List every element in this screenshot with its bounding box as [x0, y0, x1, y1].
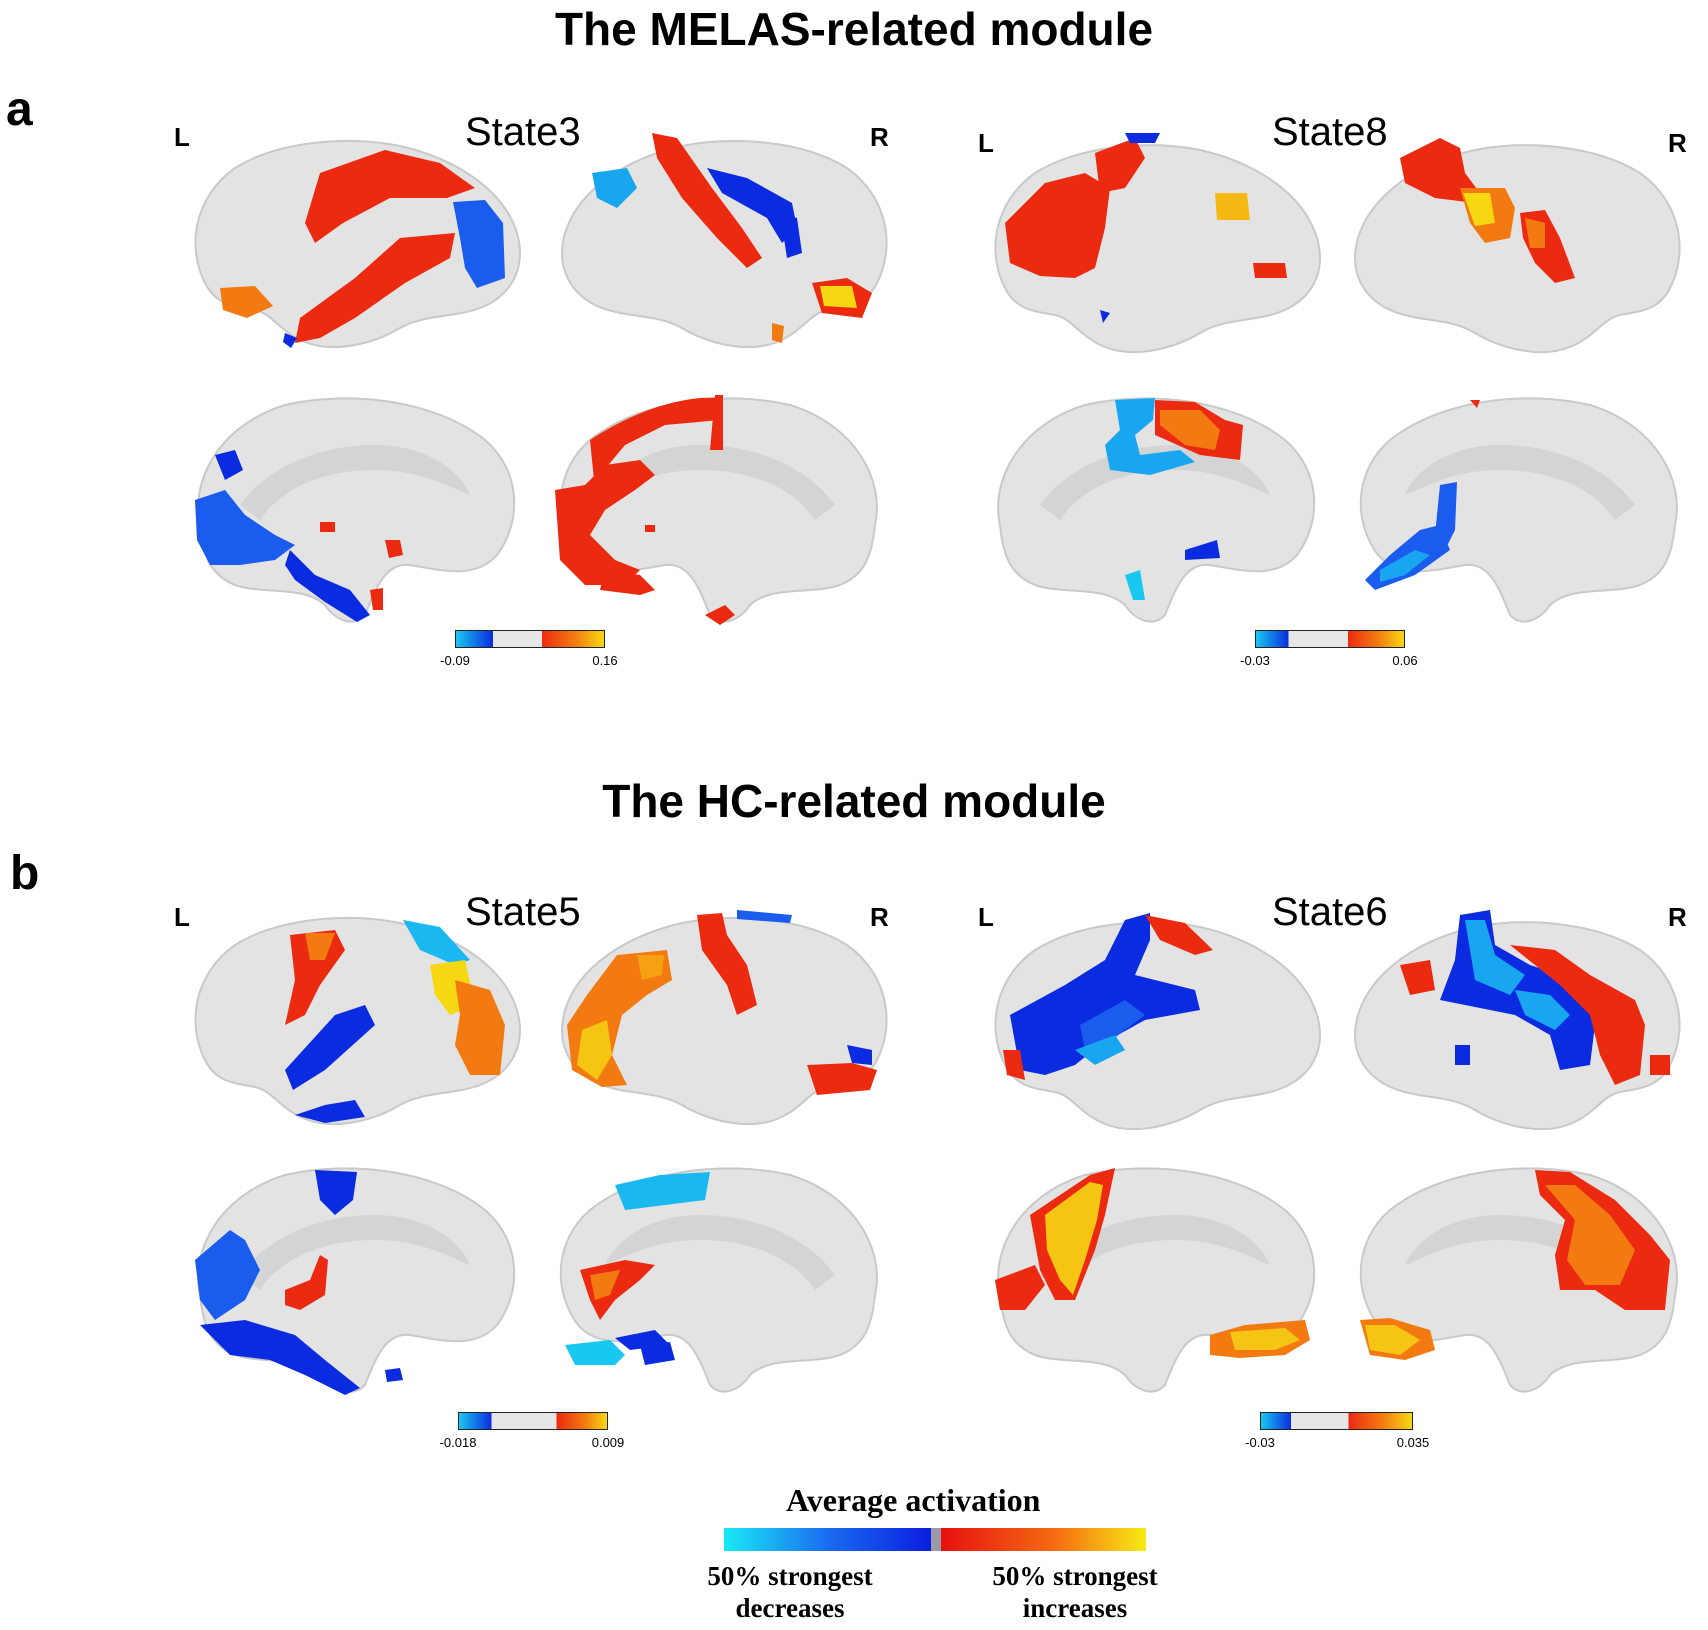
hemisphere-right-label: R — [870, 902, 889, 932]
brain-medial-left-state8 — [997, 397, 1316, 623]
legend-decrease-line2: decreases — [735, 1593, 845, 1623]
legend-increase-line1: 50% strongest — [992, 1561, 1158, 1591]
brain-medial-right-state5 — [559, 1167, 878, 1393]
section-title-melas: The MELAS-related module — [554, 3, 1154, 55]
colorbar-max-label: 0.16 — [592, 653, 618, 668]
hemisphere-right-label: R — [1668, 128, 1687, 158]
panel-letter-a: a — [6, 83, 33, 136]
colorbar-state8 — [1255, 630, 1405, 648]
state-label-state5: State5 — [465, 890, 581, 934]
brain-lateral-left-state3 — [194, 140, 521, 349]
legend-decrease-line1: 50% strongest — [707, 1561, 873, 1591]
brain-lateral-left-state8 — [994, 133, 1321, 354]
legend-gradient-increase — [941, 1528, 1146, 1551]
colorbar-state5 — [458, 1412, 608, 1430]
legend-gradient-divider — [931, 1528, 941, 1551]
brain-medial-right-state8 — [1359, 397, 1678, 623]
hemisphere-left-label: L — [978, 902, 994, 932]
legend-decrease-label: 50% strongest decreases — [680, 1560, 900, 1624]
colorbar-max-label: 0.009 — [591, 1435, 625, 1450]
colorbar-state6 — [1260, 1412, 1413, 1430]
brain-lateral-right-state3 — [561, 133, 888, 349]
brain-medial-right-state3 — [555, 395, 878, 625]
brain-lateral-left-state6 — [994, 913, 1321, 1131]
brain-medial-left-state6 — [995, 1167, 1316, 1393]
panel-letter-b: b — [10, 847, 40, 900]
legend-increase-label: 50% strongest increases — [965, 1560, 1185, 1624]
hemisphere-right-label: R — [1668, 902, 1687, 932]
brain-medial-left-state3 — [195, 397, 516, 623]
colorbar-min-label: -0.09 — [440, 653, 470, 668]
state-label-state8: State8 — [1272, 110, 1388, 154]
legend-title: Average activation — [786, 1482, 1041, 1518]
brain-lateral-right-state5 — [561, 910, 888, 1126]
hemisphere-left-label: L — [174, 122, 190, 152]
colorbar-min-label: -0.018 — [439, 1435, 477, 1450]
brain-lateral-right-state6 — [1354, 910, 1681, 1131]
hemisphere-left-label: L — [174, 902, 190, 932]
colorbar-min-label: -0.03 — [1245, 1435, 1275, 1450]
legend-increase-line2: increases — [1022, 1593, 1128, 1623]
state-label-state6: State6 — [1272, 890, 1388, 934]
colorbar-state3 — [455, 630, 605, 648]
section-title-hc: The HC-related module — [602, 775, 1106, 827]
brain-medial-right-state6 — [1359, 1167, 1678, 1393]
brain-medial-left-state5 — [195, 1167, 516, 1395]
colorbar-max-label: 0.06 — [1392, 653, 1418, 668]
colorbar-min-label: -0.03 — [1240, 653, 1270, 668]
colorbar-max-label: 0.035 — [1396, 1435, 1430, 1450]
hemisphere-right-label: R — [870, 122, 889, 152]
brain-lateral-left-state5 — [194, 917, 521, 1126]
legend-gradient-decrease — [724, 1528, 931, 1551]
brain-lateral-right-state8 — [1354, 138, 1681, 354]
hemisphere-left-label: L — [978, 128, 994, 158]
state-label-state3: State3 — [465, 110, 581, 154]
